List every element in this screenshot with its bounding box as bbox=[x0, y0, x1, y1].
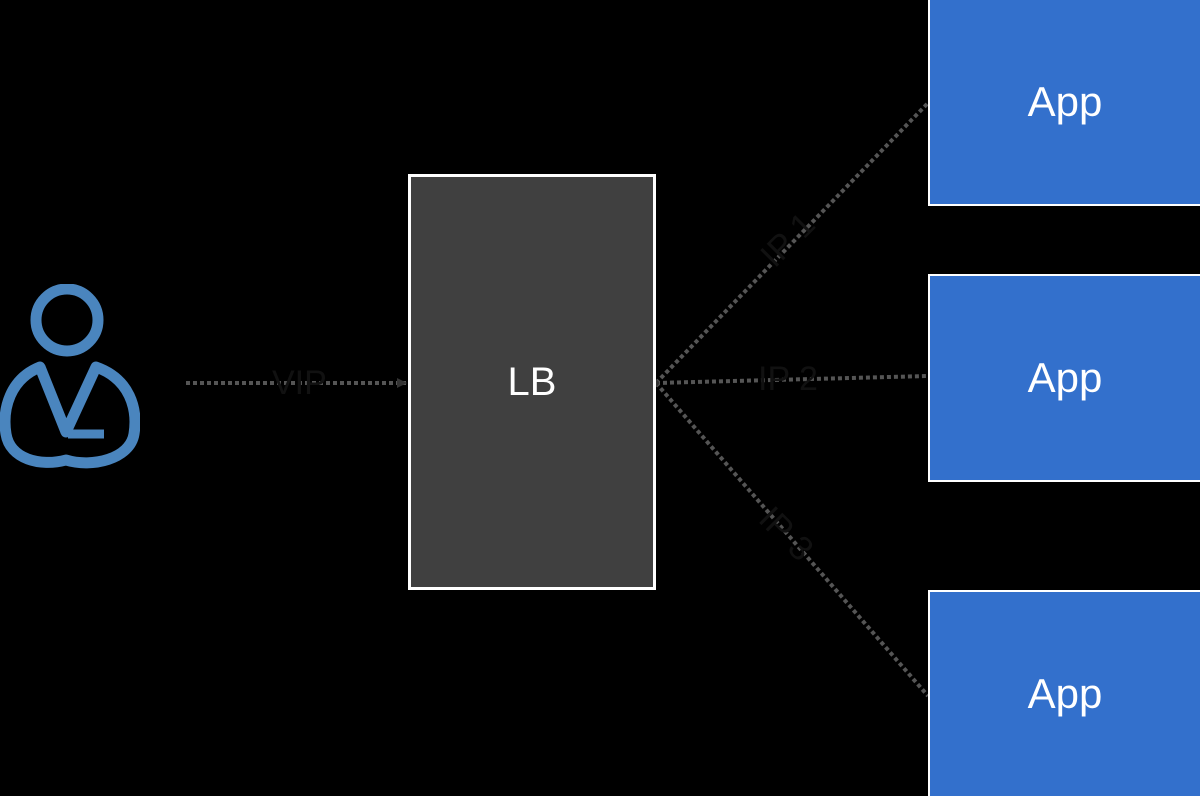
ip2-connector bbox=[655, 374, 929, 385]
app-box-2: App bbox=[928, 274, 1200, 482]
ip3-connector bbox=[654, 381, 930, 698]
load-balancer-label: LB bbox=[507, 359, 557, 404]
load-balancer-box: LB bbox=[408, 174, 656, 590]
app-label-3: App bbox=[1027, 670, 1103, 717]
app-label-1: App bbox=[1027, 78, 1103, 125]
vip-label: VIP bbox=[272, 364, 327, 402]
app-box-3: App bbox=[928, 590, 1200, 796]
app-box-1: App bbox=[928, 0, 1200, 206]
user-icon bbox=[0, 284, 140, 469]
ip2-label: IP 2 bbox=[758, 360, 818, 398]
app-label-2: App bbox=[1027, 354, 1103, 401]
ip1-connector bbox=[654, 101, 930, 385]
